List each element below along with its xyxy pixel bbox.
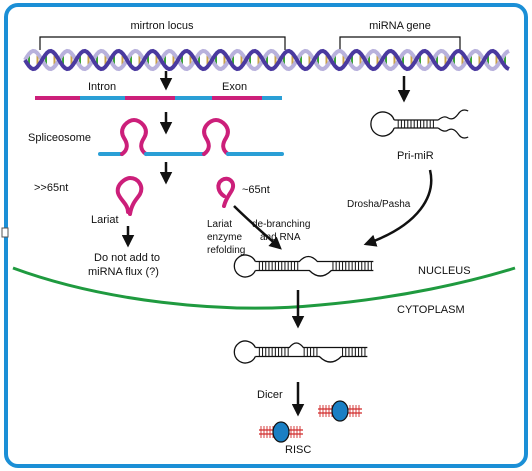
pre-mirna-hairpin-nucleus (233, 254, 374, 278)
arrow-drosha-processing (363, 169, 433, 247)
approx65nt-label: ~65nt (242, 184, 270, 196)
lariat-enzyme-line1: Lariat (207, 219, 232, 230)
nuclear-membrane (12, 266, 516, 310)
dicer-label: Dicer (257, 389, 283, 401)
intron-label: Intron (88, 81, 116, 93)
lariat-enzyme-line2: enzyme (207, 232, 242, 243)
do-not-add-line1: Do not add to (94, 252, 160, 264)
mirna-gene-label: miRNA gene (369, 20, 431, 32)
nucleus-label: NUCLEUS (418, 265, 471, 277)
do-not-add-line2: miRNA flux (?) (88, 266, 159, 278)
long-lariat (115, 175, 144, 216)
lariat-enzyme-line3: refolding (207, 245, 245, 256)
spliced-transcript (98, 117, 284, 156)
pre-mirna-hairpin-cytoplasm (233, 340, 368, 364)
dna-double-helix (23, 48, 510, 72)
mirna-gene-bracket (339, 36, 461, 50)
debranching-line1: de-branching (252, 219, 310, 230)
exon-label: Exon (222, 81, 247, 93)
gt65nt-label: >>65nt (34, 182, 68, 194)
pri-mir-label: Pri-miR (397, 150, 434, 162)
pri-mir-hairpin (370, 109, 469, 139)
frame-edge-tick (1, 227, 9, 238)
spliceosome-label: Spliceosome (28, 132, 91, 144)
mirtron-locus-label: mirtron locus (131, 20, 194, 32)
short-lariat (216, 176, 235, 208)
debranching-line2: and RNA (260, 232, 301, 243)
risc-complex-1 (259, 421, 303, 443)
cytoplasm-label: CYTOPLASM (397, 304, 465, 316)
mirtron-locus-bracket (39, 36, 286, 50)
arrow-debranching (233, 205, 282, 250)
risc-complex-2 (318, 400, 362, 422)
risc-label: RISC (285, 444, 311, 456)
lariat-label: Lariat (91, 214, 119, 226)
drosha-pasha-label: Drosha/Pasha (347, 199, 411, 210)
